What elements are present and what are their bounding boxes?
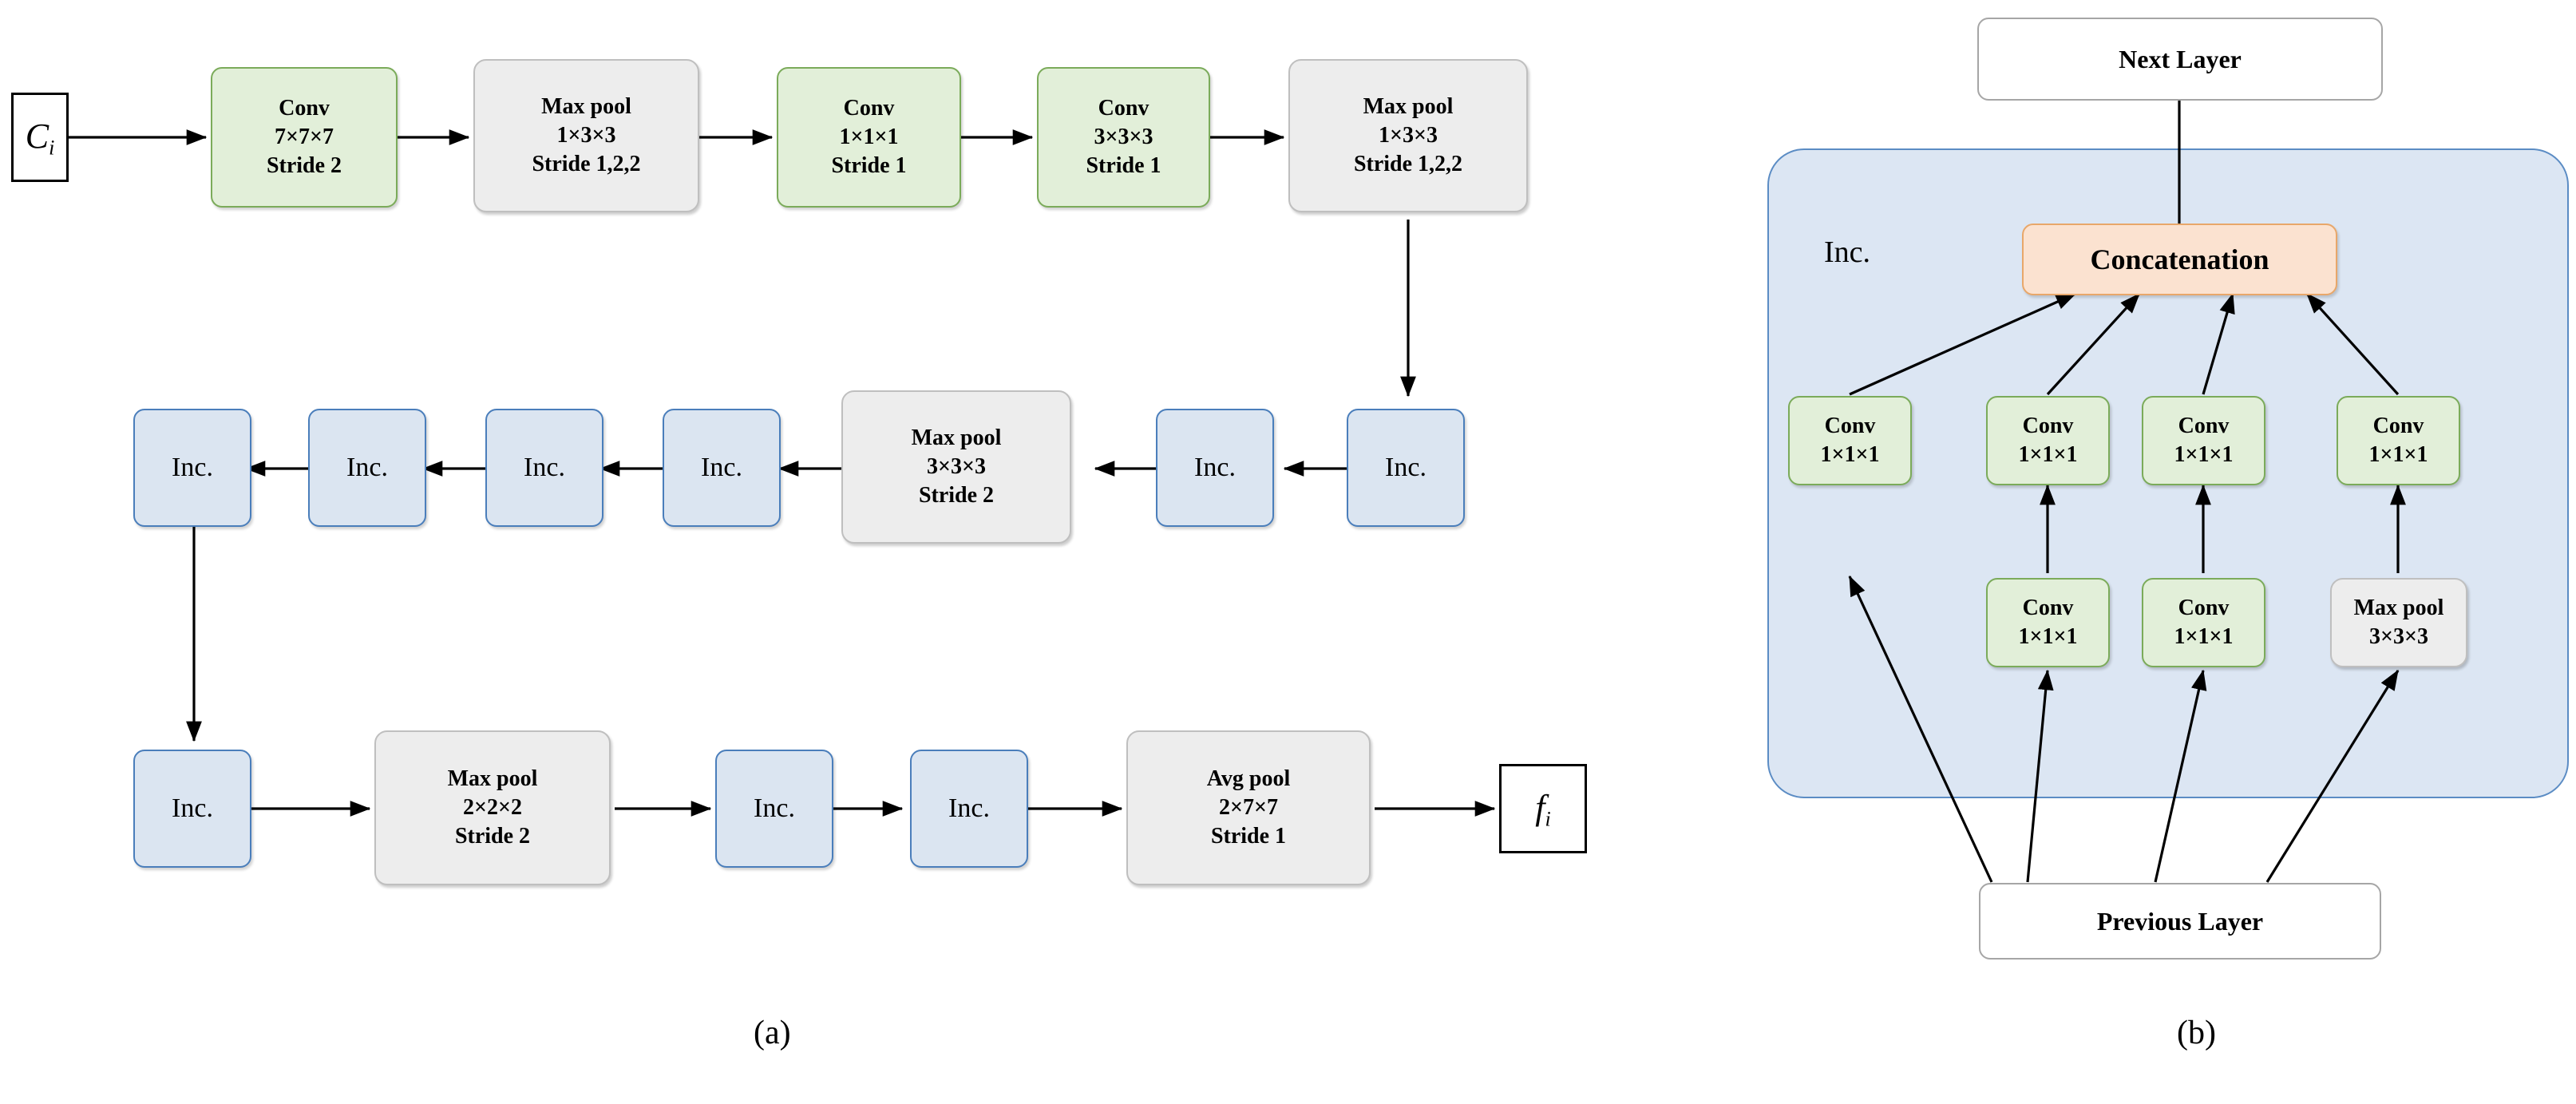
node-line: Conv [2372,414,2424,439]
node-line: Conv [1824,414,1876,439]
node-line: Inc. [948,793,990,824]
node-line: 1×3×3 [556,123,616,148]
node-concatenation[interactable]: Concatenation [2022,224,2337,295]
node-maxpool-1x3x3-a[interactable]: Max pool 1×3×3 Stride 1,2,2 [473,59,699,212]
node-inc-9[interactable]: Inc. [910,750,1028,868]
node-inc-8[interactable]: Inc. [715,750,833,868]
node-inc-3[interactable]: Inc. [663,409,781,527]
node-line: Avg pool [1206,766,1291,792]
node-inc-1[interactable]: Inc. [1347,409,1465,527]
node-maxpool-2x2x2[interactable]: Max pool 2×2×2 Stride 2 [374,730,611,885]
node-line: 1×1×1 [2174,624,2234,649]
node-line: 1×3×3 [1379,123,1438,148]
node-previous-layer[interactable]: Previous Layer [1979,883,2381,960]
node-line: Inc. [1385,453,1426,483]
node-line: 1×1×1 [2018,624,2078,649]
node-inc-4[interactable]: Inc. [485,409,603,527]
node-line: 1×1×1 [2368,442,2428,467]
node-line: Inc. [754,793,795,824]
node-avgpool-2x7x7[interactable]: Avg pool 2×7×7 Stride 1 [1126,730,1371,885]
node-line: Inc. [701,453,742,483]
node-b-conv-5[interactable]: Conv 1×1×1 [1986,578,2110,667]
input-node-ci: Ci [11,93,69,182]
node-line: Conv [2178,414,2230,439]
node-b-conv-6[interactable]: Conv 1×1×1 [2142,578,2265,667]
node-line: 2×7×7 [1219,795,1278,821]
node-line: 3×3×3 [1094,125,1153,150]
node-conv-3x3x3[interactable]: Conv 3×3×3 Stride 1 [1037,67,1210,208]
node-line: Conv [843,96,895,121]
node-line: 1×1×1 [2018,442,2078,467]
node-line: Conv [279,96,330,121]
node-line: 3×3×3 [927,454,986,480]
node-line: 1×1×1 [2174,442,2234,467]
node-line: Previous Layer [2096,906,2264,936]
node-line: Concatenation [2090,243,2269,275]
node-b-conv-2[interactable]: Conv 1×1×1 [1986,396,2110,485]
node-line: Next Layer [2119,44,2242,73]
node-line: 2×2×2 [463,795,522,821]
output-node-fi: fi [1499,764,1587,853]
node-line: Stride 1 [831,152,907,178]
node-next-layer[interactable]: Next Layer [1977,18,2383,101]
node-b-conv-1[interactable]: Conv 1×1×1 [1788,396,1912,485]
node-inc-2[interactable]: Inc. [1156,409,1274,527]
inception-module-label: Inc. [1824,235,1871,269]
node-line: Inc. [524,453,565,483]
node-maxpool-1x3x3-b[interactable]: Max pool 1×3×3 Stride 1,2,2 [1288,59,1528,212]
node-line: Conv [2022,414,2074,439]
node-b-conv-3[interactable]: Conv 1×1×1 [2142,396,2265,485]
node-line: 1×1×1 [839,125,899,150]
node-line: 1×1×1 [1820,442,1880,467]
node-conv-7x7x7[interactable]: Conv 7×7×7 Stride 2 [211,67,398,208]
node-line: 3×3×3 [2369,624,2428,649]
node-line: Stride 1 [1210,823,1287,849]
node-line: Conv [1098,96,1150,121]
output-label: fi [1535,787,1551,831]
node-line: Stride 1,2,2 [1353,151,1463,176]
panel-a-caption: (a) [754,1015,791,1051]
node-inc-7[interactable]: Inc. [133,750,251,868]
node-b-maxpool[interactable]: Max pool 3×3×3 [2330,578,2467,667]
node-line: Inc. [346,453,388,483]
node-b-conv-4[interactable]: Conv 1×1×1 [2337,396,2460,485]
node-maxpool-3x3x3[interactable]: Max pool 3×3×3 Stride 2 [841,390,1071,544]
node-line: Stride 1,2,2 [532,151,641,176]
panel-b-caption: (b) [2177,1015,2216,1051]
input-label: Ci [25,116,55,160]
node-line: Stride 2 [454,823,531,849]
node-line: Max pool [1363,94,1454,120]
node-line: Conv [2022,596,2074,621]
node-line: Stride 1 [1086,152,1161,178]
node-line: Inc. [172,453,213,483]
node-line: Max pool [541,94,631,120]
node-line: Max pool [2353,596,2444,621]
node-inc-5[interactable]: Inc. [308,409,426,527]
node-line: 7×7×7 [275,125,334,150]
node-inc-6[interactable]: Inc. [133,409,251,527]
node-line: Conv [2178,596,2230,621]
node-conv-1x1x1[interactable]: Conv 1×1×1 Stride 1 [777,67,961,208]
node-line: Inc. [1194,453,1236,483]
node-line: Max pool [911,425,1002,451]
node-line: Max pool [447,766,538,792]
node-line: Stride 2 [918,482,995,508]
node-line: Inc. [172,793,213,824]
node-line: Stride 2 [266,152,342,178]
